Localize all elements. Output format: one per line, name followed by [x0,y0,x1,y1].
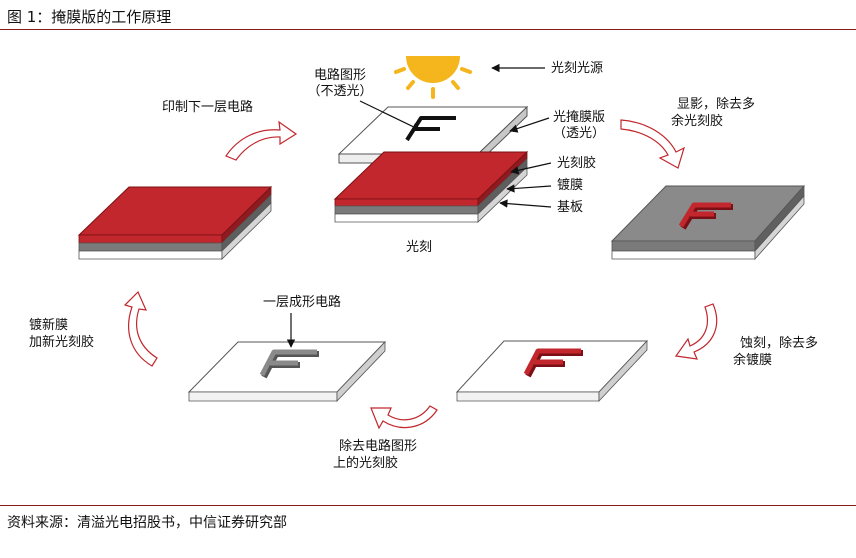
source-note: 资料来源：清溢光电招股书，中信证券研究部 [7,515,287,531]
bottom-rule [0,505,856,506]
exposure-wafer-stack [333,151,529,223]
etch-label-1: 蚀刻，除去多 [740,335,818,351]
top-rule [0,29,856,30]
finished-pattern-letter [259,349,319,379]
develop-label-2: 余光刻胶 [671,113,723,129]
recoated-wafer [77,186,273,260]
figure-title: 图 1：掩膜版的工作原理 [7,8,172,26]
one-layer-label: 一层成形电路 [263,294,341,310]
etched-pattern-letter [523,348,583,378]
substrate-label: 基板 [557,200,583,215]
process-arrow-recoat [123,290,158,367]
photoresist-arrow [510,162,552,175]
photomask-arrow [509,117,550,133]
exposure-label: 光刻 [406,240,432,255]
process-arrow-print-next [225,120,298,161]
process-arrow-etch [674,303,718,360]
photomask-label-1: 光掩膜版 [553,110,605,125]
process-arrow-develop [620,119,685,169]
circuit-pattern-label-2: （不透光） [307,84,372,99]
develop-label-1: 显影，除去多 [677,96,755,112]
recoat-label-2: 加新光刻胶 [29,334,94,350]
light-source-label: 光刻光源 [551,61,603,76]
process-arrow-strip [370,405,438,430]
photomask-label-2: （透光） [553,126,605,141]
etch-label-2: 余镀膜 [733,352,772,368]
circuit-pattern-arrow [359,100,421,131]
film-arrow [506,184,552,193]
film-label: 镀膜 [557,177,583,193]
sun-icon [394,56,472,99]
recoat-label-1: 镀新膜 [29,317,68,333]
print-next-label: 印制下一层电路 [162,99,253,115]
strip-label-2: 上的光刻胶 [333,455,398,471]
substrate-arrow [499,199,552,208]
developed-wafer [610,184,806,261]
strip-label-1: 除去电路图形 [339,438,417,454]
photoresist-label: 光刻胶 [557,155,596,171]
circuit-pattern-label-1: 电路图形 [314,67,366,83]
developed-pattern-letter [678,202,733,230]
